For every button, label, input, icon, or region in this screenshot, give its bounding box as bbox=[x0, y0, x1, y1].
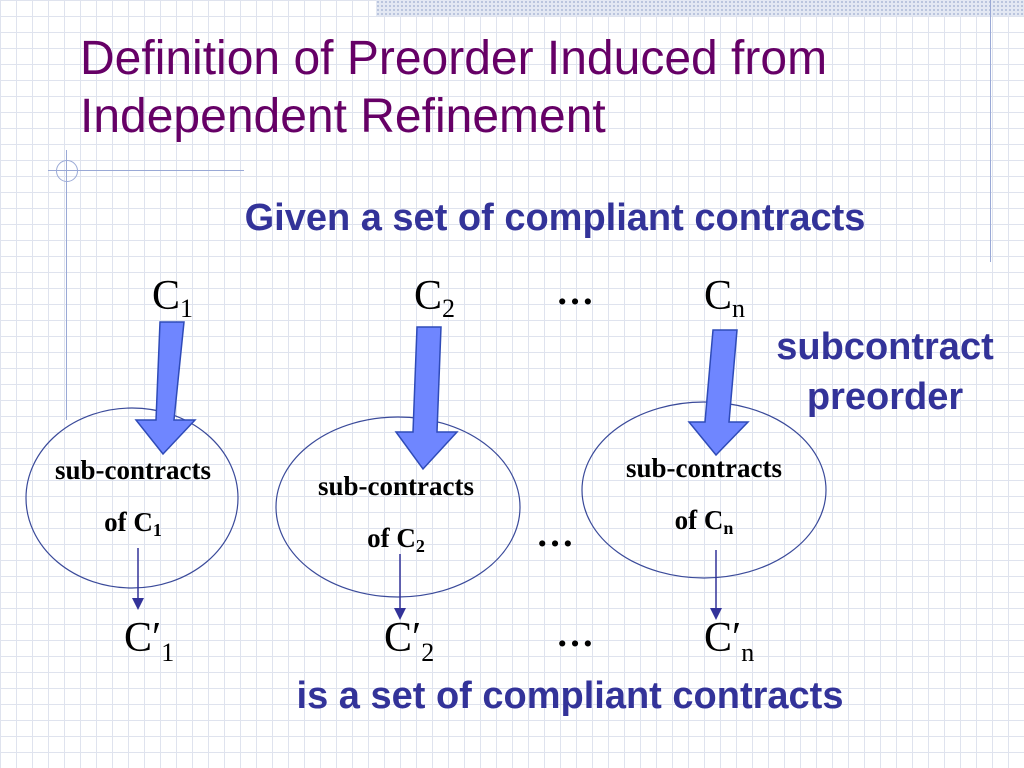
subcontracts-oval-3 bbox=[581, 401, 827, 579]
ellipsis-bottom: … bbox=[556, 613, 594, 655]
decor-line-right bbox=[990, 0, 991, 262]
slide-title: Definition of Preorder Induced from Inde… bbox=[80, 32, 828, 143]
subcontract-preorder-label: subcontract preorder bbox=[776, 326, 994, 418]
down-arrow-icon bbox=[134, 321, 197, 456]
conclusion-statement: is a set of compliant contracts bbox=[296, 675, 844, 717]
contract-cn: Cn bbox=[704, 273, 746, 323]
decor-line-horizontal bbox=[48, 170, 244, 171]
subcontracts-label-3: sub-contracts of Cn bbox=[626, 453, 782, 538]
decor-circle bbox=[56, 160, 78, 182]
primed-contract-c2: C′2 bbox=[384, 615, 435, 667]
primed-contract-cn: C′n bbox=[704, 615, 755, 667]
decor-line-vertical bbox=[66, 150, 67, 420]
down-arrow-icon bbox=[687, 329, 750, 457]
ellipsis-top: … bbox=[556, 271, 594, 313]
given-statement: Given a set of compliant contracts bbox=[244, 197, 866, 239]
primed-contract-c1: C′1 bbox=[124, 615, 175, 667]
ellipsis-middle: … bbox=[536, 513, 574, 555]
contract-c2: C2 bbox=[414, 273, 456, 323]
subcontracts-oval-2 bbox=[275, 416, 521, 598]
subcontracts-label-1: sub-contracts of C1 bbox=[55, 455, 211, 540]
subcontracts-oval-1 bbox=[25, 407, 239, 589]
down-arrow-icon bbox=[394, 326, 459, 471]
contract-c1: C1 bbox=[152, 273, 194, 323]
header-band bbox=[376, 0, 1024, 16]
subcontracts-label-2: sub-contracts of C2 bbox=[318, 471, 474, 556]
